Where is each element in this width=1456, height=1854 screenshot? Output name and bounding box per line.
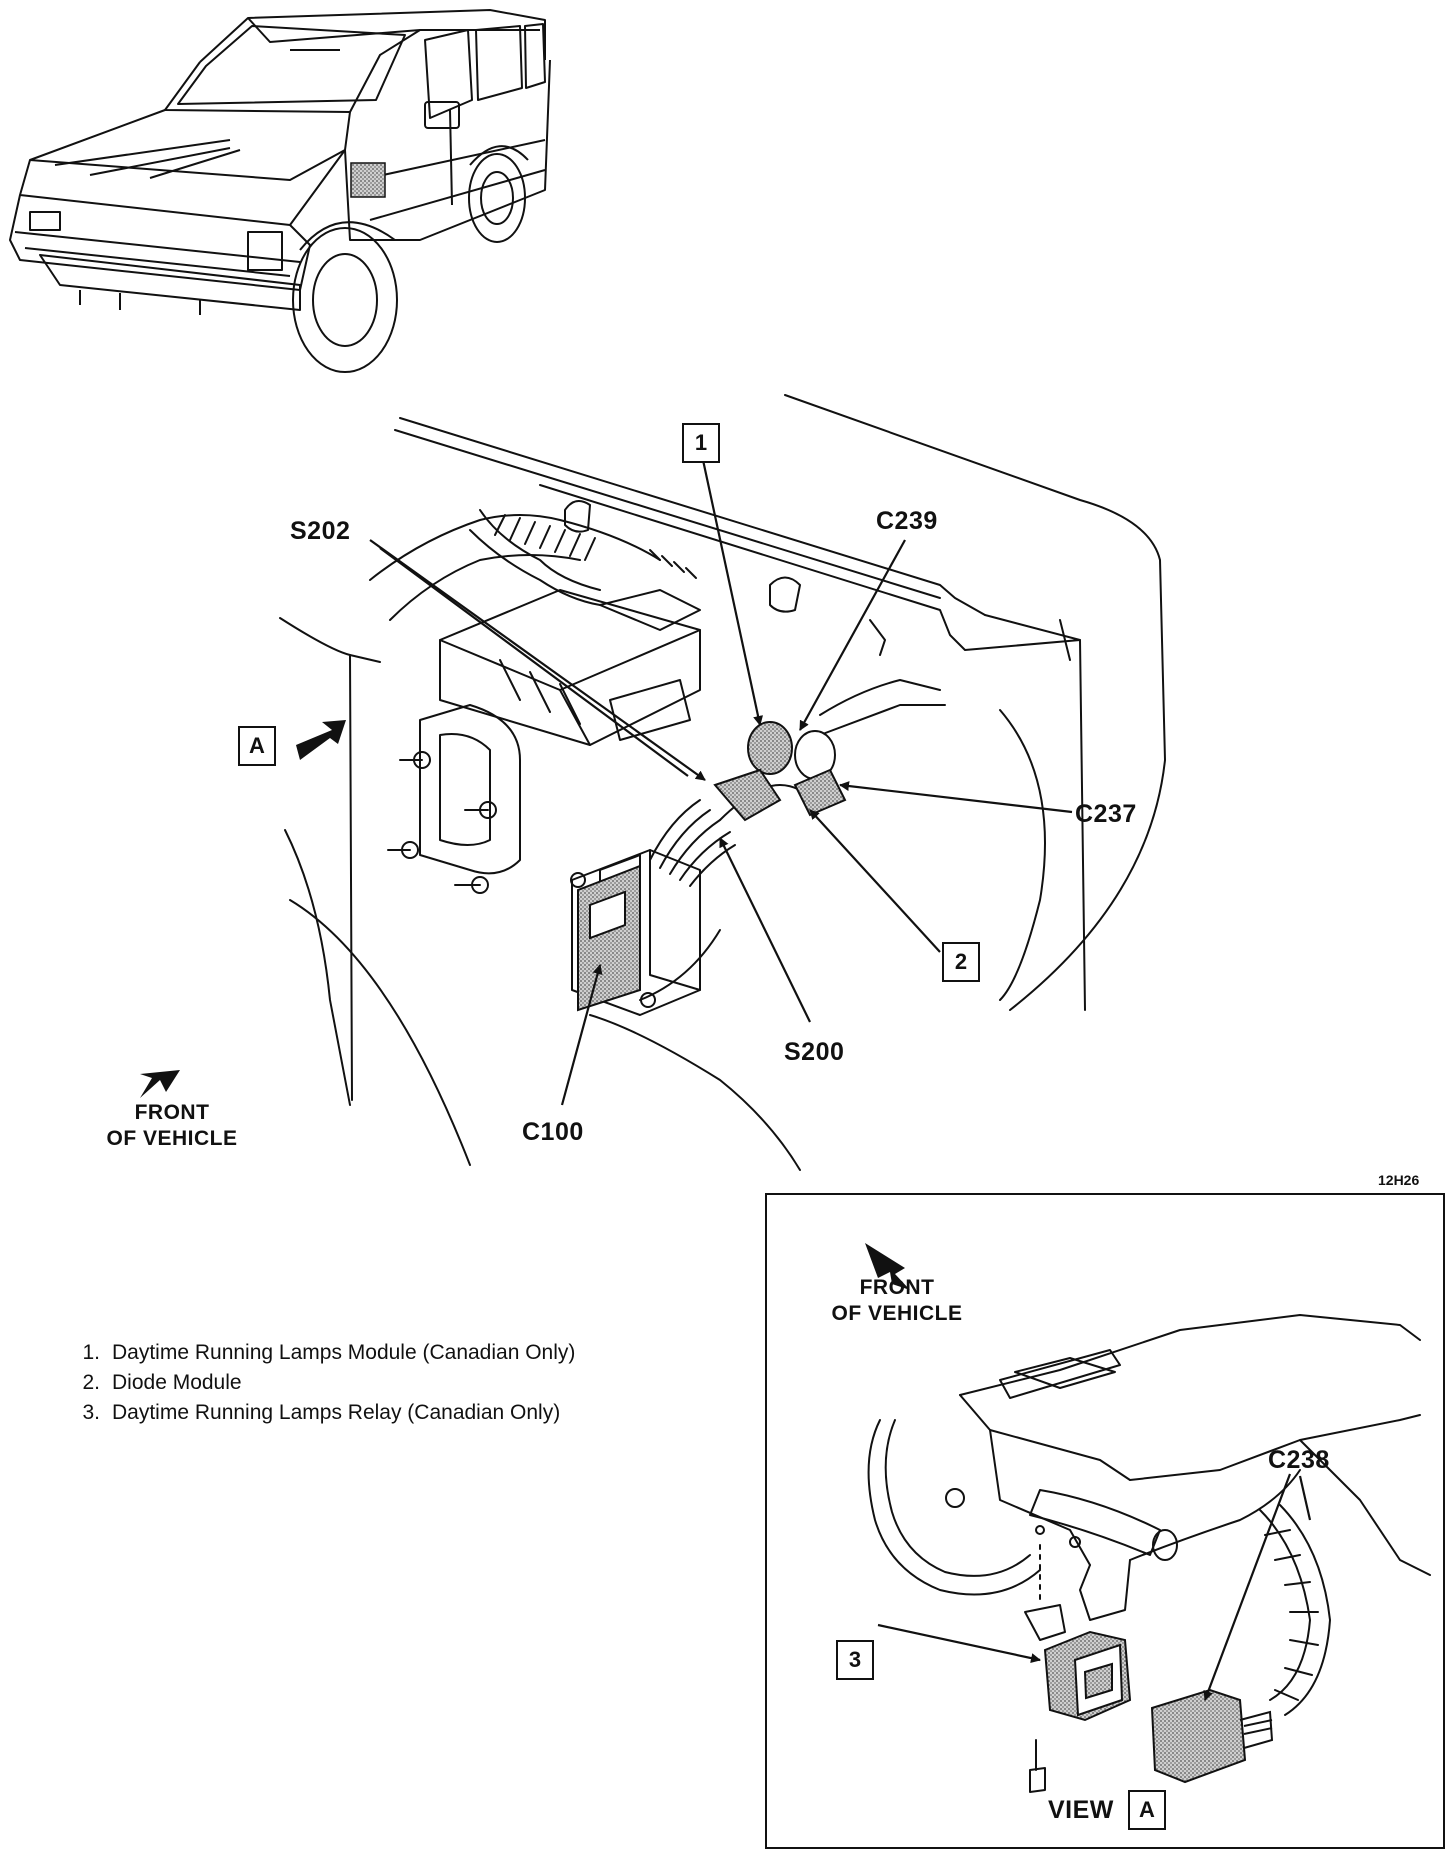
legend-text: Diode Module xyxy=(112,1371,242,1394)
legend-text: Daytime Running Lamps Module (Canadian O… xyxy=(112,1341,576,1364)
label-c239: C239 xyxy=(876,507,938,535)
callout-2: 2 xyxy=(942,942,980,982)
label-c238: C238 xyxy=(1268,1446,1330,1474)
front-of-vehicle-main: FRONT OF VEHICLE xyxy=(92,1100,252,1152)
legend-item-1: 1. Daytime Running Lamps Module (Canadia… xyxy=(72,1338,575,1368)
front-arrow-main xyxy=(140,1070,180,1098)
legend-num: 2. xyxy=(82,1371,100,1394)
label-c237: C237 xyxy=(1075,800,1137,828)
label-c100: C100 xyxy=(522,1118,584,1146)
legend-num: 3. xyxy=(82,1401,100,1424)
callout-a-main: A xyxy=(238,726,276,766)
legend-num: 1. xyxy=(82,1341,100,1364)
front-line2: OF VEHICLE xyxy=(106,1127,238,1150)
label-s202: S202 xyxy=(290,517,351,545)
shaded-connectors xyxy=(577,721,847,1012)
callout-a-view: A xyxy=(1128,1790,1166,1830)
vehicle-outline xyxy=(9,9,551,373)
arrow-a-main xyxy=(296,720,346,760)
view-a-illustration xyxy=(867,1314,1431,1793)
view-label: VIEW xyxy=(1048,1796,1114,1824)
location-marker xyxy=(350,162,386,198)
front-line2: OF VEHICLE xyxy=(831,1302,963,1325)
underhood-view xyxy=(279,394,1166,1171)
legend-item-3: 3. Daytime Running Lamps Relay (Canadian… xyxy=(72,1398,575,1428)
label-s200: S200 xyxy=(784,1038,845,1066)
legend-text: Daytime Running Lamps Relay (Canadian On… xyxy=(112,1401,561,1424)
legend-list: 1. Daytime Running Lamps Module (Canadia… xyxy=(72,1338,575,1428)
front-arrow-view xyxy=(865,1243,910,1290)
front-line1: FRONT xyxy=(859,1276,935,1299)
view-leader-lines xyxy=(877,1473,1312,1701)
front-line1: FRONT xyxy=(134,1101,210,1124)
figure-code: 12H26 xyxy=(1378,1172,1420,1188)
view-a-frame xyxy=(765,1193,1445,1849)
callout-3: 3 xyxy=(836,1640,874,1680)
legend-item-2: 2. Diode Module xyxy=(72,1368,575,1398)
view-a-connectors xyxy=(1043,1630,1274,1784)
leader-lines xyxy=(369,459,1073,1106)
callout-1: 1 xyxy=(682,423,720,463)
front-of-vehicle-view: FRONT OF VEHICLE xyxy=(812,1275,982,1327)
